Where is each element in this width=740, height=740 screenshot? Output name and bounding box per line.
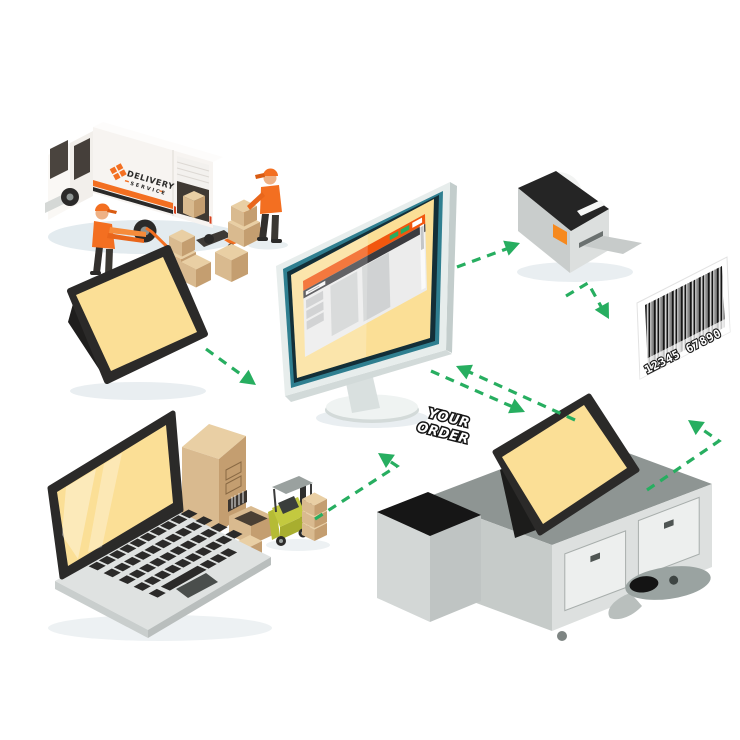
desk-foot-left [557,631,567,641]
printer-out-slot [579,231,603,248]
header-button-2 [400,224,410,235]
tablet-display [67,245,208,400]
truck-stripe-orange [93,180,173,209]
arrow-boxes-to-monitor [314,456,400,521]
printer-label [553,224,567,245]
mouse-tail [608,593,642,620]
storage-cube [377,492,481,622]
laptop-keyboard [88,509,243,598]
printer-left-face [518,188,570,273]
drawer-2 [637,496,700,579]
arrow-monitor-to-printer [456,246,510,269]
arrow-tablet-to-monitor [205,347,247,380]
drawer-1-handle [590,552,600,563]
header-button-1 [389,231,399,241]
computer-mouse [608,566,711,620]
printer-top-slot [577,200,605,216]
tail-light-left [174,206,176,214]
box-label-1 [225,461,242,481]
barcode-bars [645,266,725,371]
sidebar-block-1 [305,290,324,309]
tablet-screen [76,257,197,371]
diamond-logo-icon [109,163,127,181]
page-navbar [303,223,426,299]
sidebar-block-3 [306,312,324,330]
tail-lift [196,230,232,247]
warehouse-worker-pallet-jack [224,168,288,251]
arrow-right-elbow [646,423,722,492]
mini-forklift [266,476,330,551]
forklift-canopy [272,476,313,494]
cube-top [377,492,481,536]
screen-reflection [291,234,368,378]
printed-label-paper [584,236,642,254]
pallet-jack-boxes [228,199,260,247]
barcode-label: 12345 67890 [636,256,731,380]
cab-side-window [74,138,90,180]
pos-display [492,393,640,538]
arrow-monitor-to-register [430,369,514,409]
truck-stripe-dark [93,187,173,214]
content-column-2 [362,252,391,322]
dashed-flow-arrows [205,240,722,521]
laptop-screen [57,425,173,566]
spacebar [160,565,207,591]
sidebar-block-2 [306,301,324,320]
worker2-cap [263,168,278,176]
arrow-printer-to-barcode [565,280,605,311]
box-label-2 [225,475,242,495]
truck-roof [93,122,223,162]
your-order-note: YOUR ORDER [414,405,473,449]
scrollbar-thumb [420,225,425,251]
mouse-dot [669,575,679,585]
worker1-cap [95,203,110,211]
arrow-register-to-monitor [466,369,576,422]
tablet-shadow [70,382,206,400]
laptop [47,410,272,641]
arrow-heads [239,240,705,469]
header-button-3 [412,217,423,228]
tail-light-right [209,216,212,224]
content-column-1 [330,271,359,337]
mouse-ball [629,576,659,593]
box-barcode-patch [228,490,247,512]
forklift-box-stack [302,492,327,541]
printer-top [518,171,609,231]
forklift-cab-window [278,496,299,514]
laptop-trackpad [176,573,218,598]
windshield [50,140,68,179]
receipt-printer [517,171,642,282]
pos-display-screen [502,405,627,524]
worker1-vest [92,221,115,249]
drawer-2-handle [664,519,674,529]
desktop-monitor [276,182,457,428]
cargo-box-inside [183,191,205,218]
worker2-vest [260,185,282,214]
delivery-truck: DELIVERY SERVICE [45,122,242,254]
arrow-lines [205,246,722,521]
webpage-mock [303,213,428,357]
